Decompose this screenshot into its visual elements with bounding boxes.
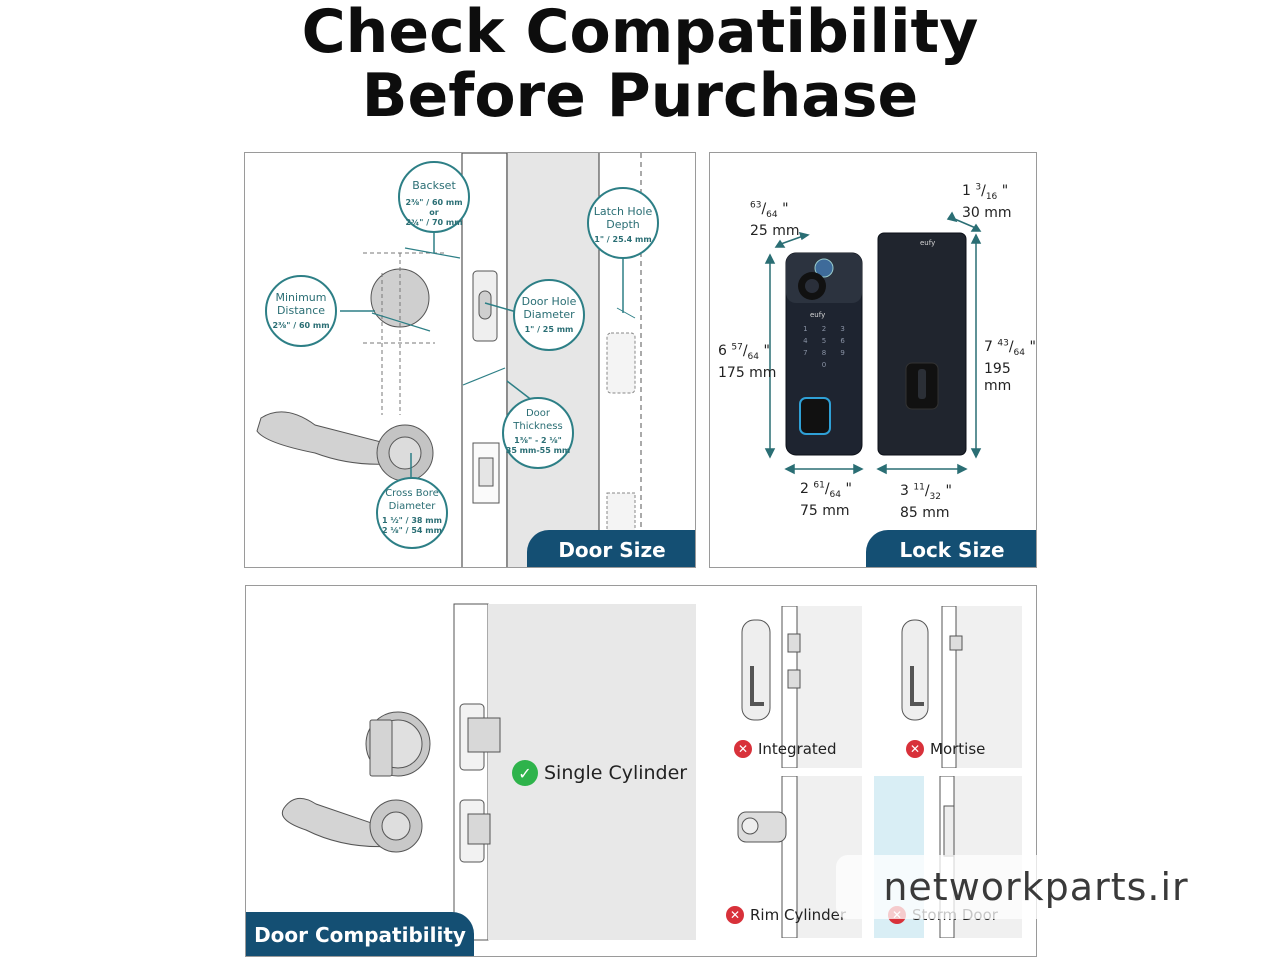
width-front-den: 64	[829, 489, 841, 500]
height-front-whole: 6	[718, 342, 727, 359]
door-hole-label-1: Door Hole	[521, 295, 577, 308]
cross-bore-callout: Cross Bore Diameter 1 ½" / 38 mm 2 ⅛" / …	[376, 477, 448, 549]
depth-front-dimension: 63/64 " 25 mm	[750, 200, 800, 240]
depth-back-num: 3	[975, 182, 982, 192]
brand-back: eufy	[920, 239, 936, 247]
door-thickness-value-2: 35 mm-55 mm	[505, 446, 571, 455]
width-back-whole: 3	[900, 482, 909, 499]
width-back-den: 32	[929, 491, 941, 502]
rim-cylinder-tile: ✕ Rim Cylinder	[712, 775, 862, 939]
door-thickness-label-1: Door	[525, 408, 551, 419]
keypad-key: 7	[803, 349, 808, 357]
depth-front-mm: 25 mm	[750, 223, 800, 240]
door-hole-value: 1" / 25 mm	[524, 325, 574, 334]
depth-back-dimension: 1 3/16 " 30 mm	[962, 182, 1012, 222]
keypad-key: 5	[821, 337, 827, 345]
rim-cylinder-label: Rim Cylinder	[750, 906, 847, 924]
x-icon: ✕	[906, 740, 924, 758]
width-front-dimension: 2 61/64 " 75 mm	[800, 480, 852, 520]
door-size-panel: Backset 2⅜" / 60 mm or 2¾" / 70 mm Minim…	[244, 152, 696, 568]
latch-hole-callout: Latch Hole Depth 1" / 25.4 mm	[587, 187, 659, 259]
rim-cylinder-badge: ✕ Rim Cylinder	[726, 906, 846, 924]
keypad-key: 4	[803, 337, 808, 345]
width-front-whole: 2	[800, 480, 809, 497]
backset-callout: Backset 2⅜" / 60 mm or 2¾" / 70 mm	[398, 161, 470, 233]
height-back-whole: 7	[984, 338, 993, 355]
mortise-label: Mortise	[930, 740, 986, 758]
min-distance-label-1: Minimum	[275, 291, 327, 304]
single-cylinder-badge: ✓ Single Cylinder	[512, 760, 687, 786]
keypad-key: 3	[840, 325, 845, 333]
cross-bore-value-1: 1 ½" / 38 mm	[382, 516, 442, 525]
depth-back-mm: 30 mm	[962, 205, 1012, 222]
depth-front-den: 64	[766, 209, 778, 220]
cross-bore-label-2: Diameter	[388, 501, 436, 512]
lock-size-panel: 1 2 3 4 5 6 7 8 9 0 eufy eufy 63/64 " 25…	[709, 152, 1037, 568]
integrated-label: Integrated	[758, 740, 837, 758]
page-title-line1: Check Compatibility	[301, 0, 979, 67]
height-front-dimension: 6 57/64 " 175 mm	[718, 342, 777, 382]
backset-label: Backset	[412, 179, 456, 192]
keypad-key: 6	[840, 337, 845, 345]
page-title-line2: Before Purchase	[361, 61, 919, 131]
height-back-num: 43	[997, 338, 1009, 348]
min-distance-label-2: Distance	[276, 304, 326, 317]
cross-bore-value-2: 2 ⅛" / 54 mm	[382, 526, 442, 535]
depth-back-den: 16	[985, 191, 998, 202]
width-back-mm: 85 mm	[900, 505, 950, 522]
backset-value-2: 2¾" / 70 mm	[405, 218, 463, 227]
brand-front: eufy	[810, 311, 826, 319]
integrated-illustration	[712, 605, 801, 769]
integrated-tile: ✕ Integrated	[712, 605, 862, 769]
cross-bore-label-1: Cross Bore	[385, 488, 439, 499]
single-cylinder-illustration	[264, 603, 696, 941]
keypad-key: 9	[840, 349, 845, 357]
mortise-tile: ✕ Mortise	[874, 605, 1022, 769]
width-front-mm: 75 mm	[800, 503, 850, 520]
single-cylinder-label: Single Cylinder	[544, 762, 688, 784]
keypad: 1 2 3 4 5 6 7 8 9 0	[796, 325, 852, 369]
height-front-den: 64	[747, 351, 759, 362]
height-front-num: 57	[731, 342, 743, 352]
door-thickness-value-1: 1⅜" - 2 ⅛"	[514, 436, 562, 445]
latch-hole-label-2: Depth	[606, 218, 640, 231]
height-back-mm: 195 mm	[984, 361, 1012, 395]
height-back-den: 64	[1013, 347, 1025, 358]
width-front-num: 61	[813, 480, 825, 490]
min-distance-value: 2⅜" / 60 mm	[272, 321, 330, 330]
watermark: networkparts.ir	[836, 855, 1236, 919]
depth-front-num: 63	[750, 200, 762, 210]
backset-value-1: 2⅜" / 60 mm or	[405, 198, 463, 217]
keypad-key: 2	[821, 325, 827, 333]
check-icon: ✓	[512, 760, 538, 786]
keypad-key: 0	[821, 361, 827, 369]
keypad-key: 8	[821, 349, 827, 357]
lock-size-illustration	[764, 211, 982, 475]
latch-hole-value: 1" / 25.4 mm	[594, 235, 652, 244]
door-thickness-label-2: Thickness	[513, 421, 563, 432]
keypad-key: 1	[803, 325, 808, 333]
door-compat-tab: Door Compatibility	[246, 912, 474, 956]
integrated-badge: ✕ Integrated	[734, 740, 837, 758]
door-size-tab: Door Size	[527, 530, 695, 567]
lock-size-tab: Lock Size	[866, 530, 1036, 567]
door-hole-callout: Door Hole Diameter 1" / 25 mm	[513, 279, 585, 351]
width-back-dimension: 3 11/32 " 85 mm	[900, 482, 952, 522]
door-size-illustration	[256, 153, 642, 567]
height-back-dimension: 7 43/64 " 195 mm	[984, 338, 1036, 395]
x-icon: ✕	[726, 906, 744, 924]
latch-hole-label-1: Latch Hole	[593, 205, 653, 218]
depth-back-whole: 1	[962, 182, 971, 199]
min-distance-callout: Minimum Distance 2⅜" / 60 mm	[265, 275, 337, 347]
mortise-badge: ✕ Mortise	[906, 740, 985, 758]
door-hole-label-2: Diameter	[523, 308, 575, 321]
x-icon: ✕	[734, 740, 752, 758]
door-thickness-callout: Door Thickness 1⅜" - 2 ⅛" 35 mm-55 mm	[502, 397, 574, 469]
width-back-num: 11	[913, 482, 925, 492]
height-front-mm: 175 mm	[718, 365, 777, 382]
